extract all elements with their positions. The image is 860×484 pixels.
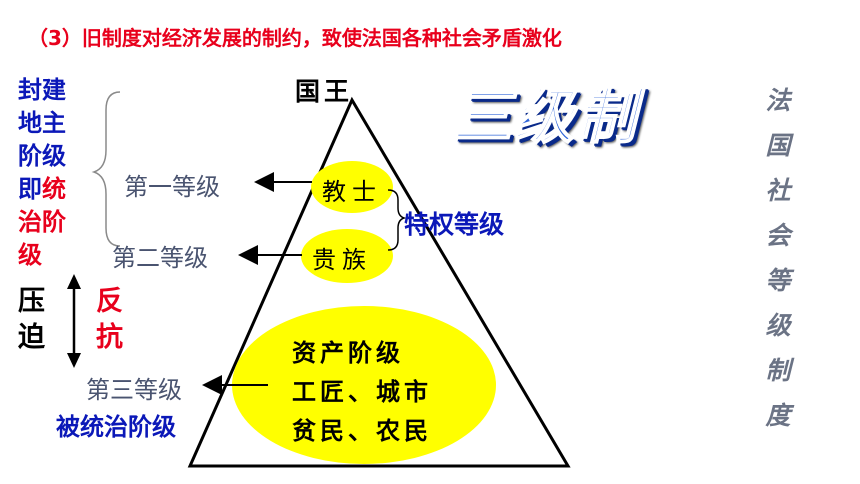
oppress-char-2: 迫	[18, 322, 45, 353]
arrow-head-up	[67, 274, 81, 289]
privileged-estates-label: 特权等级	[404, 210, 505, 239]
ruling-class-segment: 封建	[18, 76, 66, 104]
commons-line-1: 资产阶级	[292, 339, 404, 367]
ruling-class-line: 地主	[18, 107, 66, 140]
ruling-class-line: 即统	[18, 173, 66, 206]
clergy-ellipse	[311, 161, 393, 213]
ruling-class-label: 封建地主阶级即统治阶级	[18, 74, 66, 272]
section-heading: （3）旧制度对经济发展的制约，致使法国各种社会矛盾激化	[28, 26, 562, 50]
ruling-class-line: 级	[18, 239, 66, 272]
oppress-label: 压 迫	[18, 284, 45, 356]
vertical-char: 度	[765, 401, 791, 430]
vertical-title: 法 国 社 会 等 级 制 度	[760, 78, 796, 438]
ruled-class-label: 被统治阶级	[56, 413, 176, 441]
resist-label: 反 抗	[96, 284, 123, 356]
commons-ellipse	[232, 306, 496, 464]
resist-char-2: 抗	[96, 322, 123, 353]
left-brace	[91, 91, 121, 247]
oppress-char-1: 压	[18, 286, 45, 317]
first-estate-label: 第一等级	[124, 173, 220, 201]
vertical-char: 会	[765, 221, 791, 250]
ruling-class-line: 阶级	[18, 140, 66, 173]
vertical-char: 等	[765, 266, 791, 295]
privileged-brace	[387, 189, 407, 251]
commons-line-3: 贫民、农民	[292, 417, 432, 445]
vertical-char: 法	[765, 86, 791, 115]
ruling-class-segment: 级	[18, 241, 42, 269]
arrow-head-down	[67, 353, 81, 368]
ruling-class-line: 治阶	[18, 206, 66, 239]
third-estate-label: 第三等级	[86, 376, 182, 404]
vertical-char: 国	[765, 131, 791, 160]
vertical-char: 社	[765, 176, 791, 205]
ruling-class-segment: 治阶	[18, 208, 66, 236]
three-estates-title: 三级制	[451, 81, 638, 153]
ruling-class-segment: 即	[18, 175, 42, 203]
nobility-ellipse	[301, 229, 393, 283]
commons-line-2: 工匠、城市	[292, 378, 432, 406]
vertical-char: 制	[765, 356, 791, 385]
ruling-class-segment: 地主	[18, 109, 66, 137]
resist-char-1: 反	[96, 286, 123, 317]
ruling-class-line: 封建	[18, 74, 66, 107]
vertical-char: 级	[765, 311, 791, 340]
clergy-label: 教士	[322, 178, 382, 206]
nobility-label: 贵族	[312, 246, 372, 274]
second-estate-label: 第二等级	[112, 244, 208, 272]
ruling-class-segment: 统	[42, 175, 66, 203]
ruling-class-segment: 阶级	[18, 142, 66, 170]
king-label: 国王	[295, 77, 354, 106]
